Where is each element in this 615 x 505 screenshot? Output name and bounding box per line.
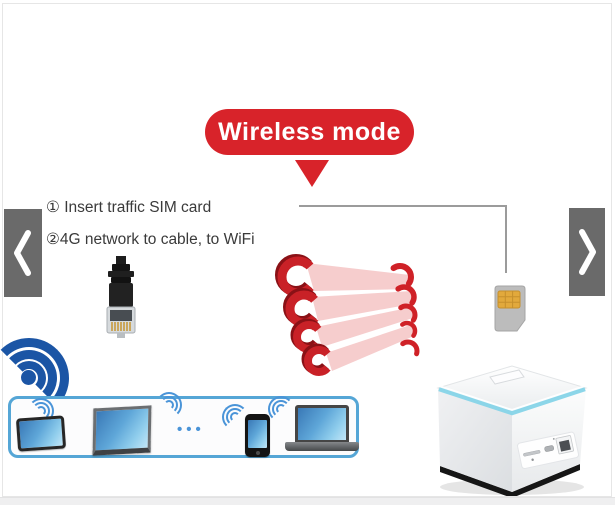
banner-label: Wireless mode: [218, 117, 401, 146]
chevron-left-icon: [14, 230, 31, 276]
smartphone-device: [245, 414, 270, 457]
carousel-prev-button[interactable]: [4, 209, 42, 297]
ethernet-connector-icon: [106, 256, 136, 338]
connector-line-horizontal: [299, 205, 506, 207]
step1-text: ① Insert traffic SIM card: [46, 199, 212, 216]
cube-router-image: [436, 365, 588, 496]
connected-devices-box: •••: [8, 392, 359, 458]
sim-card-icon: [494, 285, 526, 332]
wifi-signal-icon: [0, 317, 94, 418]
step2-text: ②4G network to cable, to WiFi: [46, 231, 255, 248]
laptop-base: [285, 442, 359, 451]
connector-line-vertical: [505, 205, 507, 273]
chevron-right-icon: [579, 229, 596, 275]
phone-home-button: [255, 450, 260, 455]
more-devices-ellipsis: •••: [177, 421, 205, 438]
page-bottom-strip: [0, 497, 615, 505]
monitor-device: [92, 405, 152, 456]
banner-pointer-triangle: [295, 160, 329, 187]
carousel-next-button[interactable]: [569, 208, 605, 296]
laptop-screen: [295, 405, 349, 443]
red-wireless-beams-icon: [275, 254, 420, 376]
tablet-device: [15, 415, 67, 452]
wireless-mode-banner: Wireless mode: [205, 109, 414, 155]
